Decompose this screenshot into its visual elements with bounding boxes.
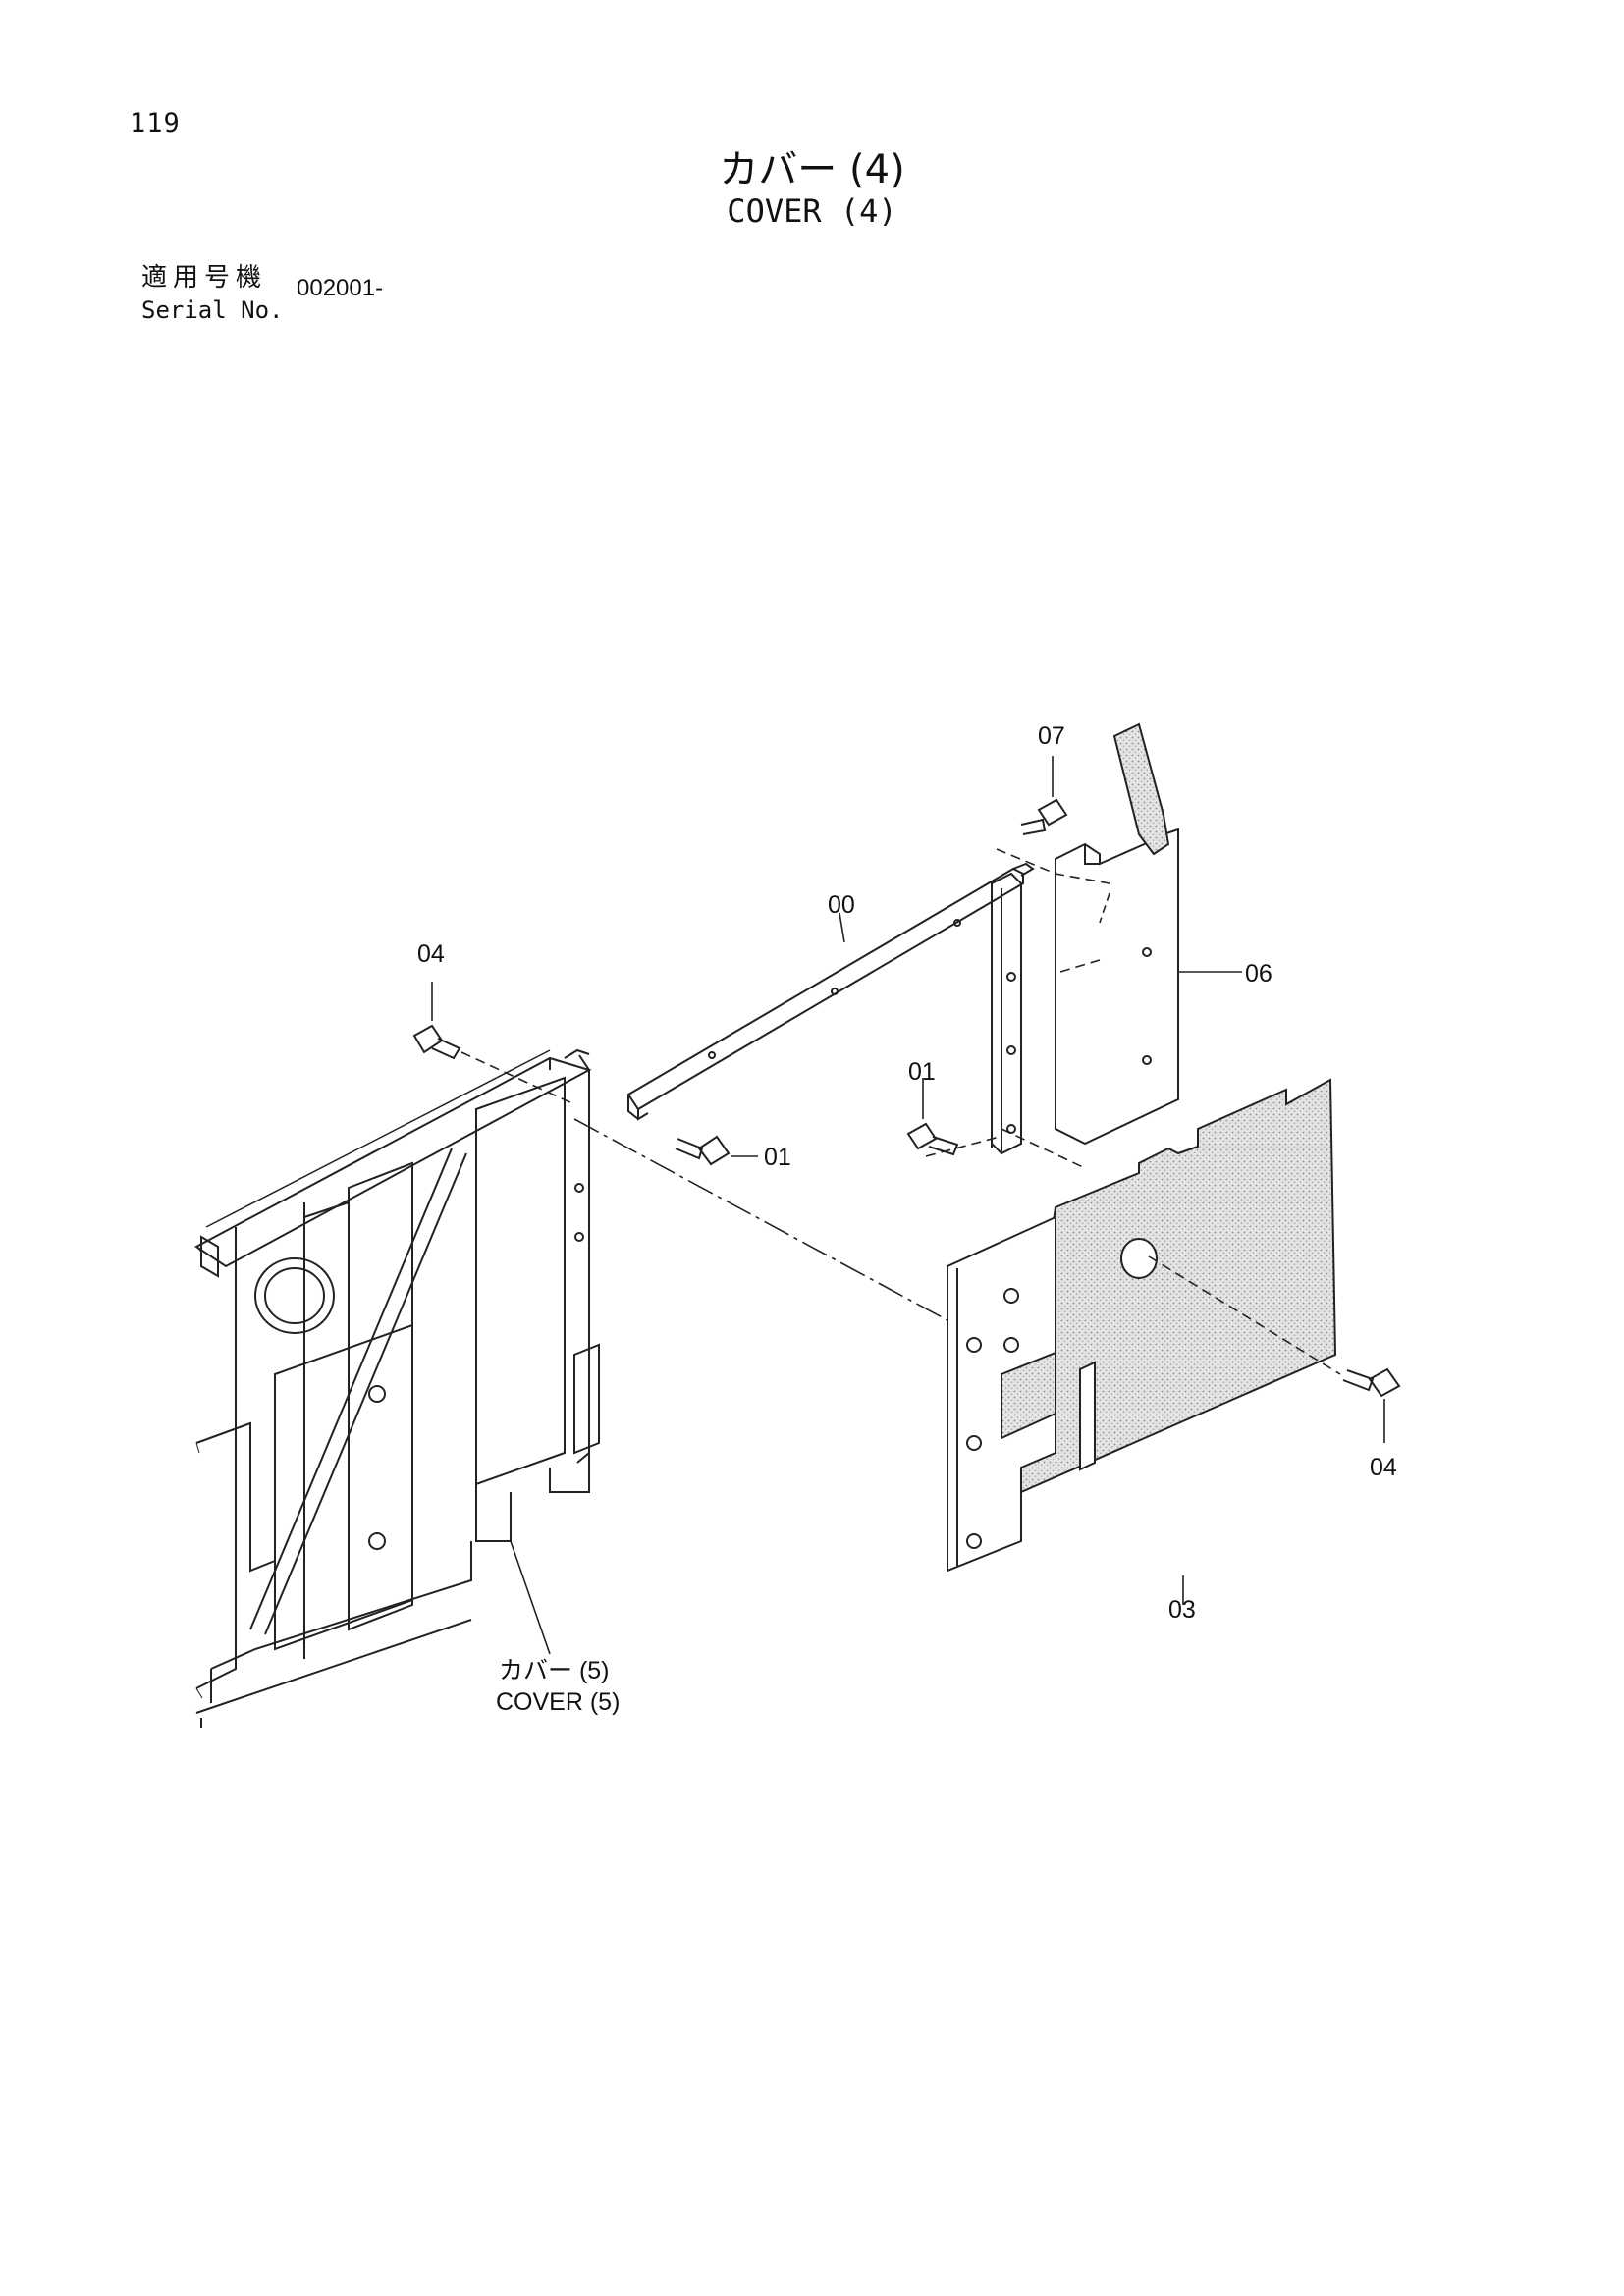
bolt-01-right-icon xyxy=(906,1122,959,1156)
bolt-07-icon xyxy=(1020,798,1068,835)
serial-label-jp: 適用号機 xyxy=(141,263,268,293)
callout-03: 03 xyxy=(1168,1596,1196,1624)
callout-07: 07 xyxy=(1038,722,1065,750)
callout-04-right: 04 xyxy=(1370,1454,1397,1481)
reference-label-en: COVER (5) xyxy=(496,1688,620,1716)
callout-04-left: 04 xyxy=(417,940,445,968)
assembly-guide-lines xyxy=(460,848,1341,1375)
callout-01-right: 01 xyxy=(908,1058,936,1086)
leader-lines xyxy=(431,756,1385,1655)
serial-label-en: Serial No. xyxy=(141,296,284,324)
serial-value: 002001- xyxy=(297,275,384,301)
part-03-cover-plate xyxy=(947,1078,1337,1573)
bolt-04-left-icon xyxy=(412,1024,461,1060)
page-number: 119 xyxy=(130,108,181,138)
bolt-01-center-icon xyxy=(675,1135,731,1166)
part-06-side-cover xyxy=(1055,722,1179,1146)
callout-06: 06 xyxy=(1245,960,1272,988)
part-00-bracket xyxy=(626,862,1035,1155)
frame-assembly xyxy=(194,1048,600,1728)
callout-01-center: 01 xyxy=(764,1144,791,1171)
page-title-en: COVER (4) xyxy=(727,192,897,230)
callout-00: 00 xyxy=(828,891,855,919)
page-title-jp: カバー (4) xyxy=(719,147,905,192)
bolt-04-right-icon xyxy=(1342,1367,1401,1398)
reference-label-jp: カバー (5) xyxy=(499,1657,610,1684)
